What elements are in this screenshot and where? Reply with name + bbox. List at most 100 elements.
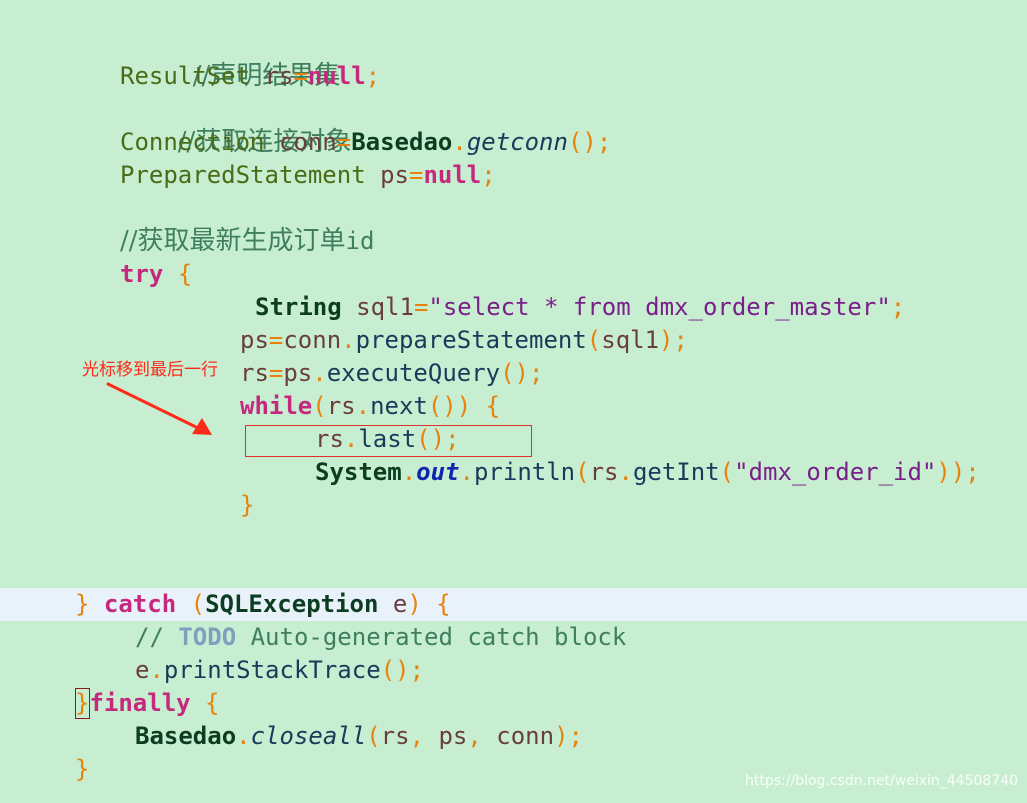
method-name: prepareStatement bbox=[355, 326, 587, 354]
dot: . bbox=[149, 656, 164, 684]
code-line-16: // TODO Auto-generated catch block bbox=[135, 621, 626, 654]
semicolon: ; bbox=[568, 722, 583, 750]
dot: . bbox=[341, 326, 356, 354]
type-name: Connection bbox=[120, 128, 265, 156]
brace: } bbox=[75, 590, 90, 618]
semicolon: ; bbox=[409, 656, 425, 684]
brace: } bbox=[240, 491, 255, 519]
semicolon: ; bbox=[481, 161, 496, 189]
annotation-label: 光标移到最后一行 bbox=[82, 360, 218, 380]
object: e bbox=[135, 656, 150, 684]
code-line-18: }finally { bbox=[75, 687, 220, 720]
operator: = bbox=[268, 359, 284, 387]
class-name: Basedao bbox=[135, 722, 237, 750]
parens: () bbox=[380, 656, 410, 684]
variable: conn bbox=[278, 128, 337, 156]
comma: , bbox=[409, 722, 439, 750]
comment: //声明结果集 bbox=[192, 61, 341, 91]
object: rs bbox=[315, 425, 344, 453]
current-line-highlight bbox=[0, 588, 1027, 621]
arrow-icon bbox=[106, 382, 212, 435]
dot: . bbox=[312, 359, 327, 387]
comment: //获取最新生成订单 bbox=[120, 226, 346, 256]
comma: , bbox=[467, 722, 497, 750]
variable: ps bbox=[380, 161, 409, 189]
object: rs bbox=[326, 392, 356, 420]
code-line-10: rs=ps.executeQuery(); bbox=[240, 357, 543, 390]
object: ps bbox=[283, 359, 313, 387]
code-line-3: //获取连接对象 bbox=[120, 93, 352, 157]
comment: //获取连接对象 bbox=[177, 127, 352, 157]
semicolon: ; bbox=[365, 62, 381, 90]
paren: ) bbox=[554, 722, 569, 750]
paren: )) bbox=[936, 458, 966, 486]
method-name: printStackTrace bbox=[163, 656, 381, 684]
method-name: getInt bbox=[632, 458, 720, 486]
semicolon: ; bbox=[596, 128, 612, 156]
dot: . bbox=[459, 458, 474, 486]
variable: sql1 bbox=[356, 293, 414, 321]
keyword: catch bbox=[103, 590, 177, 618]
todo-tag: TODO bbox=[178, 623, 237, 651]
code-line-8: String sql1="select * from dmx_order_mas… bbox=[255, 291, 905, 324]
code-line-19: Basedao.closeall(rs, ps, conn); bbox=[135, 720, 583, 753]
keyword: null bbox=[307, 62, 366, 90]
brace: { bbox=[190, 689, 220, 717]
semicolon: ; bbox=[529, 359, 544, 387]
string-literal: "select * from dmx_order_master" bbox=[428, 293, 891, 321]
variable: rs bbox=[264, 62, 294, 90]
code-line-5: PreparedStatement ps=null; bbox=[120, 159, 496, 192]
dot: . bbox=[401, 458, 417, 486]
class-name: SQLException bbox=[205, 590, 379, 618]
method-name: executeQuery bbox=[326, 359, 501, 387]
operator: = bbox=[268, 326, 284, 354]
class-name: Basedao bbox=[351, 128, 453, 156]
type-name: ResultSet bbox=[120, 62, 251, 90]
selection-box bbox=[245, 425, 532, 457]
paren: ( bbox=[312, 392, 327, 420]
code-line-13: System.out.println(rs.getInt("dmx_order_… bbox=[315, 456, 980, 489]
paren: ) bbox=[456, 392, 472, 420]
operator: = bbox=[293, 62, 308, 90]
code-line-20: } bbox=[75, 753, 89, 786]
parens: () bbox=[567, 128, 597, 156]
dot: . bbox=[236, 722, 251, 750]
method-name: println bbox=[473, 458, 576, 486]
paren: ( bbox=[366, 722, 381, 750]
operator: = bbox=[413, 293, 429, 321]
parens: () bbox=[427, 392, 457, 420]
paren: ) bbox=[407, 590, 422, 618]
object: conn bbox=[283, 326, 342, 354]
type-name: PreparedStatement bbox=[120, 161, 366, 189]
dot: . bbox=[618, 458, 633, 486]
keyword: finally bbox=[89, 689, 191, 717]
code-line-6: //获取最新生成订单id bbox=[120, 225, 374, 258]
argument: ps bbox=[438, 722, 468, 750]
class-name: String bbox=[255, 293, 342, 321]
code-line-14: } bbox=[240, 489, 254, 522]
code-line-12: rs.last(); bbox=[315, 423, 460, 456]
method-name: last bbox=[358, 425, 417, 453]
code-line-1: //声明结果集 bbox=[135, 27, 341, 91]
paren: ) bbox=[659, 326, 674, 354]
code-line-2: ResultSet rs=null; bbox=[120, 60, 380, 93]
keyword: null bbox=[423, 161, 482, 189]
paren: ( bbox=[575, 458, 590, 486]
comment: Auto-generated catch block bbox=[236, 623, 627, 651]
watermark: https://blog.csdn.net/weixin_44508740 bbox=[745, 773, 1019, 789]
parens: () bbox=[416, 425, 446, 453]
variable: e bbox=[392, 590, 408, 618]
dot: . bbox=[343, 425, 359, 453]
method-name: next bbox=[370, 392, 428, 420]
semicolon: ; bbox=[965, 458, 980, 486]
comment: // bbox=[135, 623, 179, 651]
string-literal: "dmx_order_id" bbox=[734, 458, 937, 486]
paren: ( bbox=[719, 458, 735, 486]
brace: { bbox=[436, 590, 451, 618]
operator: = bbox=[409, 161, 424, 189]
code-line-7: try { bbox=[120, 258, 192, 291]
dot: . bbox=[355, 392, 371, 420]
argument: sql1 bbox=[601, 326, 660, 354]
code-line-17: e.printStackTrace(); bbox=[135, 654, 424, 687]
paren: ( bbox=[586, 326, 602, 354]
